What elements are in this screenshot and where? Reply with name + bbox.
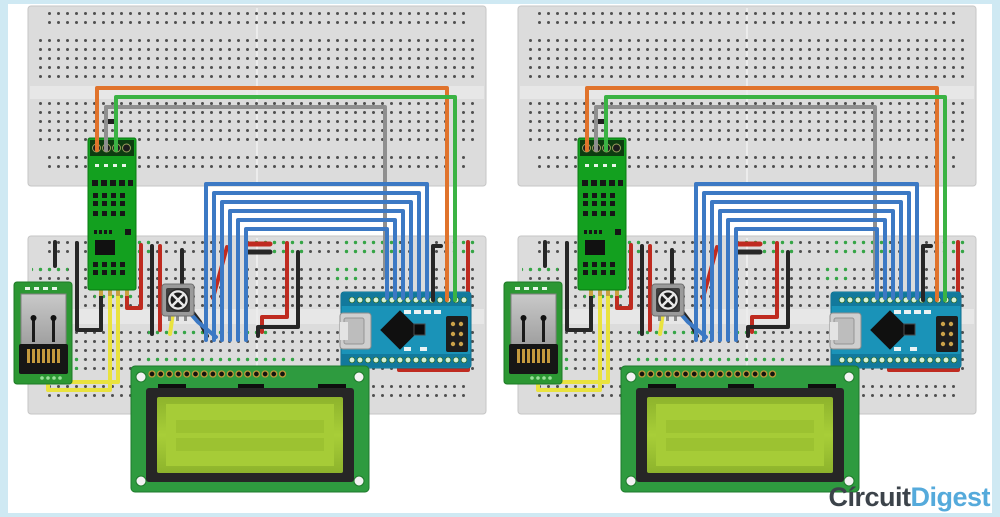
logo-text-circuit: Círcuit xyxy=(828,482,911,512)
logo-text-digest: Digest xyxy=(910,482,990,512)
circuit-right xyxy=(504,6,976,492)
circuitdigest-logo: CírcuitDigest xyxy=(828,482,990,513)
circuit-left xyxy=(14,6,486,492)
